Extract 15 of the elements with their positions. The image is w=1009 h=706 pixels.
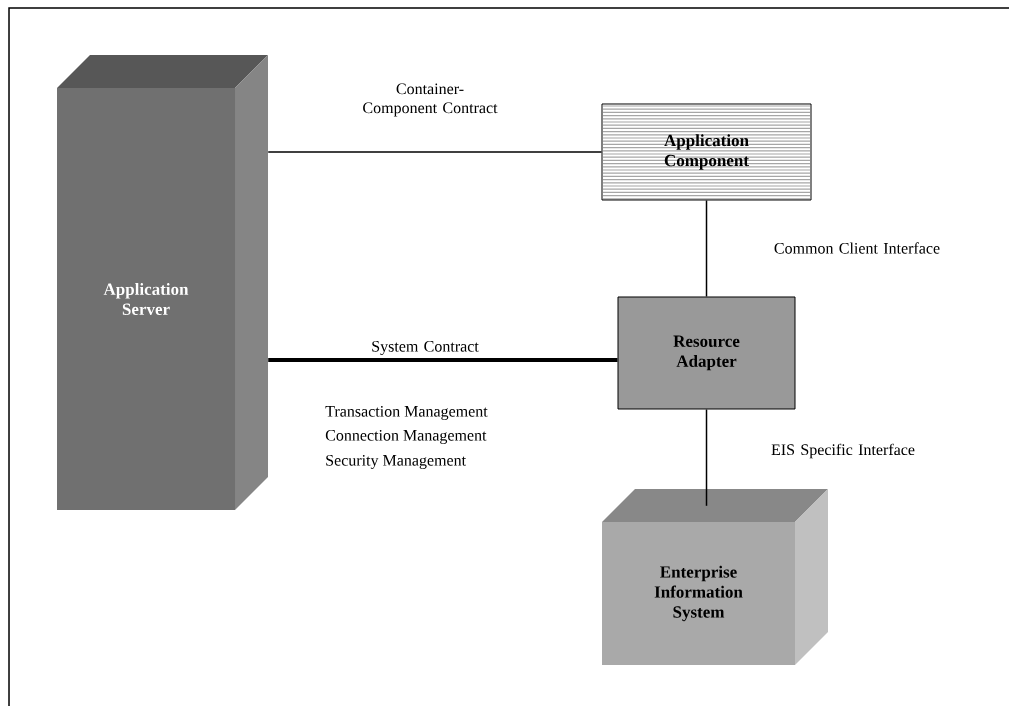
- component-box: Application Component: [601, 103, 812, 201]
- connector-line: [268, 358, 618, 362]
- block-3d: Enterprise Information System: [602, 489, 828, 665]
- edge-label: System Contract: [372, 341, 479, 355]
- block-3d: Application Server: [57, 55, 268, 510]
- connector-line: [705, 199, 708, 298]
- feature-label: Security Management: [326, 455, 466, 469]
- connector-line: [267, 151, 603, 153]
- feature-label: Transaction Management: [325, 406, 488, 420]
- edge-label: EIS Specific Interface: [771, 443, 915, 459]
- connector-line: [705, 408, 708, 507]
- edge-label: Common Client Interface: [774, 242, 940, 254]
- edge-label: Container-Component Contract: [363, 83, 498, 117]
- adapter-box: Resource Adapter: [617, 296, 796, 410]
- feature-label: Connection Management: [325, 430, 487, 444]
